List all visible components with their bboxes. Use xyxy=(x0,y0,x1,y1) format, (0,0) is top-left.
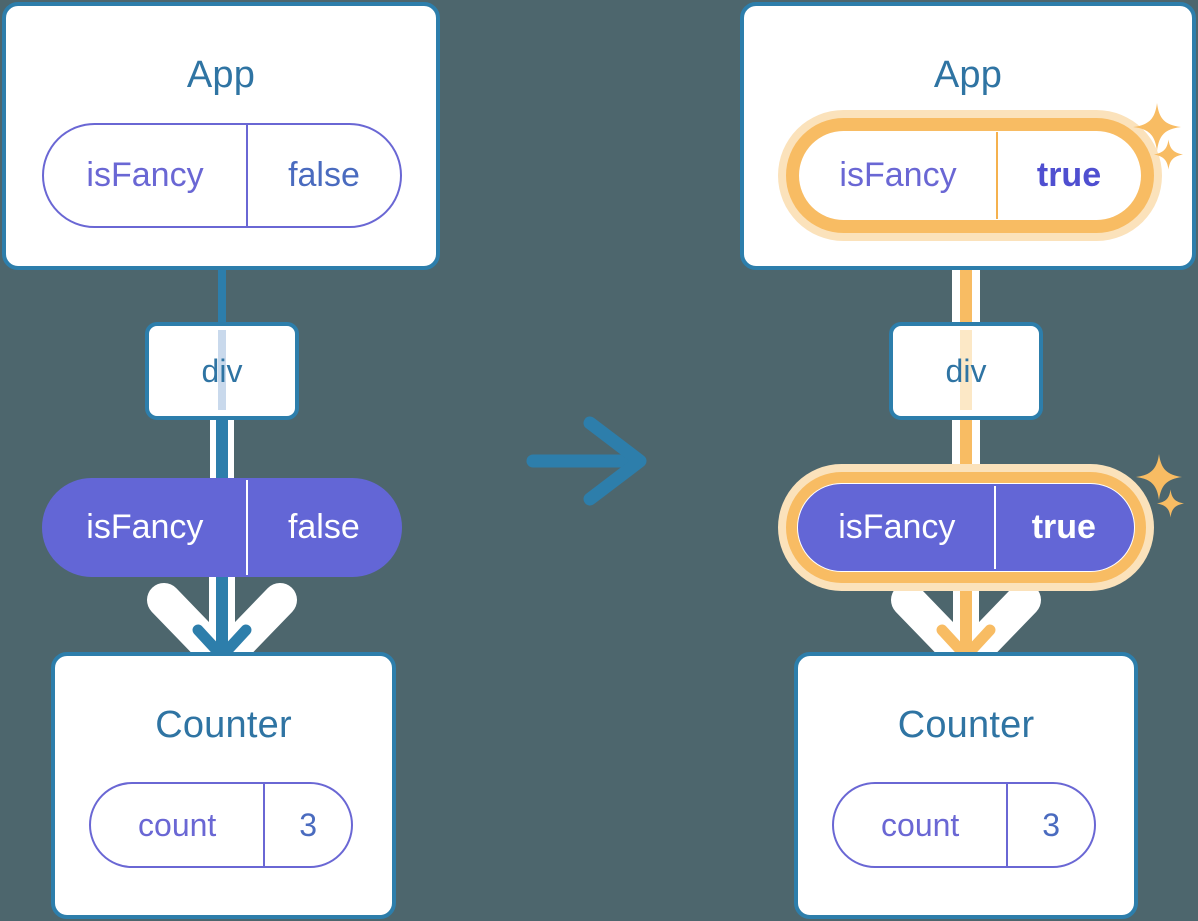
arrow-wing-left-white-after xyxy=(891,583,983,677)
counter-state-key-after: count xyxy=(881,806,960,843)
counter-title-before: Counter xyxy=(155,704,292,746)
sparkle-prop-small xyxy=(1157,489,1184,518)
prop-key-after: isFancy xyxy=(838,508,956,546)
prop-value-before: false xyxy=(245,480,400,575)
counter-state-pill-before: count 3 xyxy=(89,782,353,868)
app-title-after: App xyxy=(933,54,1003,96)
arrow-wing-right-white-after xyxy=(949,583,1041,677)
faint-line-in-div-before xyxy=(218,330,226,410)
faint-line-in-div-after xyxy=(960,330,972,410)
prop-key-before: isFancy xyxy=(86,508,204,546)
rail-right-div-to-prop-after xyxy=(972,416,980,492)
counter-state-key-before: count xyxy=(138,806,217,843)
app-state-value-after: true xyxy=(996,132,1140,219)
connector-div-to-prop-before xyxy=(216,416,228,490)
rail-left-div-to-prop-after xyxy=(952,416,960,492)
app-state-key-before: isFancy xyxy=(86,156,204,194)
rail-left-app-to-div-after xyxy=(952,218,960,330)
app-title-before: App xyxy=(186,54,256,96)
counter-state-value-after: 3 xyxy=(1006,784,1094,866)
prop-pill-before: isFancy false xyxy=(42,478,402,577)
div-box-before: div xyxy=(145,322,299,420)
sparkle-prop-large xyxy=(1136,454,1182,500)
sparkle-app-large xyxy=(1133,103,1181,151)
app-state-key-after: isFancy xyxy=(839,156,957,194)
rail-right-app-to-div-after xyxy=(972,218,980,330)
counter-state-value-before: 3 xyxy=(263,784,351,866)
connector-app-to-div-before xyxy=(218,268,226,326)
div-label-before: div xyxy=(201,352,243,389)
prop-pill-after: isFancy true xyxy=(798,484,1134,571)
sparkle-app-small xyxy=(1154,139,1183,170)
prop-value-after: true xyxy=(993,486,1132,569)
app-pill-glow-hole-after xyxy=(799,131,1141,220)
app-state-value-before: false xyxy=(246,125,400,226)
app-state-pill-after: isFancy true xyxy=(800,132,1140,219)
counter-state-pill-after: count 3 xyxy=(832,782,1096,868)
rail-left-below-div-before xyxy=(210,416,216,490)
div-label-after: div xyxy=(945,352,987,389)
app-state-pill-before: isFancy false xyxy=(42,123,402,228)
rail-right-below-div-before xyxy=(228,416,234,490)
counter-title-after: Counter xyxy=(897,704,1035,746)
